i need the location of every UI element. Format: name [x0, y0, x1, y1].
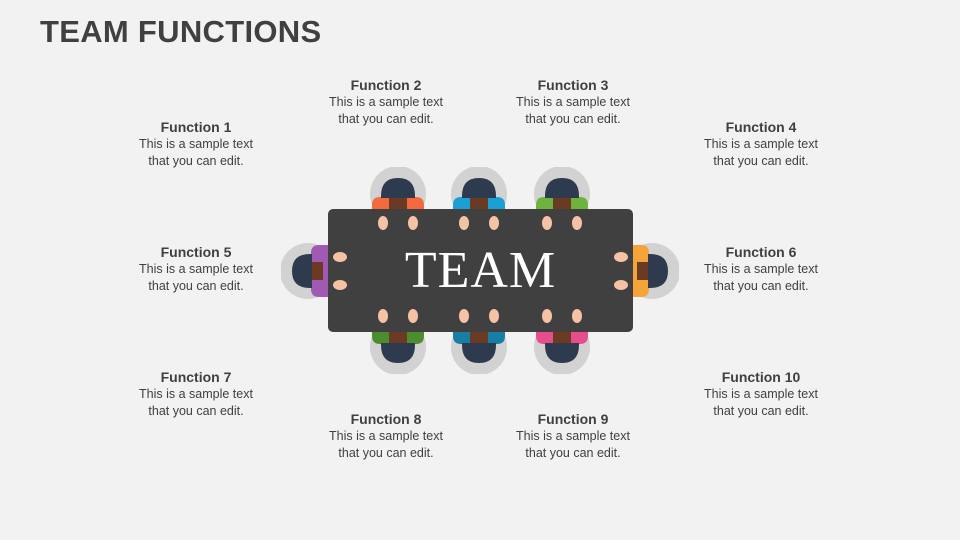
function-2-text-line-2: that you can edit.	[338, 112, 434, 126]
team-table	[328, 209, 633, 332]
function-1-text-line-1: This is a sample text	[139, 137, 253, 151]
function-6-heading: Function 6	[725, 244, 797, 260]
function-10-text-line-1: This is a sample text	[704, 387, 818, 401]
function-2-text-line-1: This is a sample text	[329, 95, 443, 109]
function-5-text-line-2: that you can edit.	[148, 279, 244, 293]
hand-icon	[489, 216, 499, 230]
hand-icon	[459, 216, 469, 230]
function-3-text-line-1: This is a sample text	[516, 95, 630, 109]
hand-icon	[489, 309, 499, 323]
hand-icon	[542, 309, 552, 323]
function-6-text-line-1: This is a sample text	[704, 262, 818, 276]
function-6-text-line-2: that you can edit.	[713, 279, 809, 293]
hand-icon	[333, 280, 347, 290]
function-1: Function 1 This is a sample text that yo…	[116, 119, 276, 170]
function-9: Function 9 This is a sample text that yo…	[493, 411, 653, 462]
function-7-heading: Function 7	[160, 369, 232, 385]
function-2-heading: Function 2	[350, 77, 422, 93]
hand-icon	[459, 309, 469, 323]
hand-icon	[408, 216, 418, 230]
function-4-heading: Function 4	[725, 119, 797, 135]
function-4-text-line-1: This is a sample text	[704, 137, 818, 151]
function-10: Function 10 This is a sample text that y…	[681, 369, 841, 420]
hand-icon	[542, 216, 552, 230]
function-5-text-line-1: This is a sample text	[139, 262, 253, 276]
hands-overlay	[333, 216, 628, 323]
function-7: Function 7 This is a sample text that yo…	[116, 369, 276, 420]
function-9-text-line-1: This is a sample text	[516, 429, 630, 443]
hand-icon	[378, 216, 388, 230]
function-2: Function 2 This is a sample text that yo…	[306, 77, 466, 128]
slide-title: TEAM FUNCTIONS	[40, 14, 322, 49]
function-7-text-line-2: that you can edit.	[148, 404, 244, 418]
function-4: Function 4 This is a sample text that yo…	[681, 119, 841, 170]
hand-icon	[572, 309, 582, 323]
function-9-text-line-2: that you can edit.	[525, 446, 621, 460]
function-7-text-line-1: This is a sample text	[139, 387, 253, 401]
hand-icon	[333, 252, 347, 262]
function-3-heading: Function 3	[537, 77, 609, 93]
function-6: Function 6 This is a sample text that yo…	[681, 244, 841, 295]
hand-icon	[572, 216, 582, 230]
function-10-text-line-2: that you can edit.	[713, 404, 809, 418]
hand-icon	[614, 252, 628, 262]
function-5-heading: Function 5	[160, 244, 232, 260]
table-label: TEAM	[404, 242, 557, 299]
function-8-heading: Function 8	[350, 411, 422, 427]
function-8-text-line-2: that you can edit.	[338, 446, 434, 460]
function-8: Function 8 This is a sample text that yo…	[306, 411, 466, 462]
hand-icon	[408, 309, 418, 323]
hand-icon	[378, 309, 388, 323]
function-1-text-line-2: that you can edit.	[148, 154, 244, 168]
function-8-text-line-1: This is a sample text	[329, 429, 443, 443]
function-3-text-line-2: that you can edit.	[525, 112, 621, 126]
function-9-heading: Function 9	[537, 411, 609, 427]
function-4-text-line-2: that you can edit.	[713, 154, 809, 168]
function-3: Function 3 This is a sample text that yo…	[493, 77, 653, 128]
function-10-heading: Function 10	[721, 369, 801, 385]
hand-icon	[614, 280, 628, 290]
function-5: Function 5 This is a sample text that yo…	[116, 244, 276, 295]
function-1-heading: Function 1	[160, 119, 232, 135]
